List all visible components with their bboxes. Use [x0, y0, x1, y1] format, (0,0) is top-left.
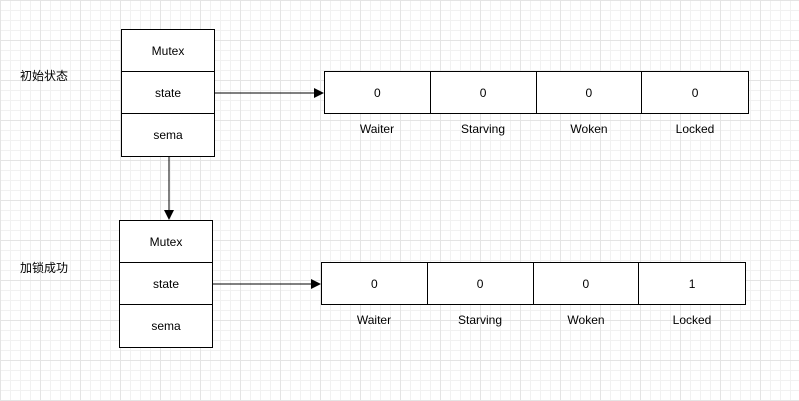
bit-names-initial: Waiter Starving Woken Locked: [324, 121, 748, 137]
bit-name-waiter: Waiter: [356, 313, 392, 327]
mutex-struct-locked: Mutex state sema: [119, 220, 213, 348]
stage-label-initial: 初始状态: [20, 69, 69, 83]
bit-name-woken: Woken: [570, 122, 608, 136]
bit-name-woken: Woken: [567, 313, 605, 327]
struct-row-state: state: [120, 263, 212, 305]
struct-row-state: state: [122, 72, 214, 114]
bit-woken-value: 0: [534, 263, 640, 304]
mutex-struct-initial: Mutex state sema: [121, 29, 215, 157]
state-bits-locked: 0 0 0 1: [321, 262, 746, 305]
bit-name-locked: Locked: [675, 122, 715, 136]
bit-woken-value: 0: [537, 72, 643, 113]
struct-row-sema: sema: [153, 128, 183, 142]
bit-starving-value: 0: [428, 263, 534, 304]
bit-name-starving: Starving: [457, 313, 503, 327]
struct-row-mutex: Mutex: [122, 30, 214, 72]
bit-name-starving: Starving: [460, 122, 506, 136]
bit-waiter-value: 0: [322, 263, 428, 304]
bit-name-waiter: Waiter: [359, 122, 395, 136]
bit-starving-value: 0: [431, 72, 537, 113]
stage-label-locked: 加锁成功: [20, 261, 69, 275]
bit-locked-value: 1: [688, 276, 696, 291]
bit-waiter-value: 0: [325, 72, 431, 113]
state-bits-initial: 0 0 0 0: [324, 71, 749, 114]
struct-row-sema: sema: [151, 319, 181, 333]
bit-name-locked: Locked: [672, 313, 712, 327]
struct-row-mutex: Mutex: [120, 221, 212, 263]
bit-locked-value: 0: [691, 85, 699, 100]
bit-names-locked: Waiter Starving Woken Locked: [321, 312, 745, 328]
